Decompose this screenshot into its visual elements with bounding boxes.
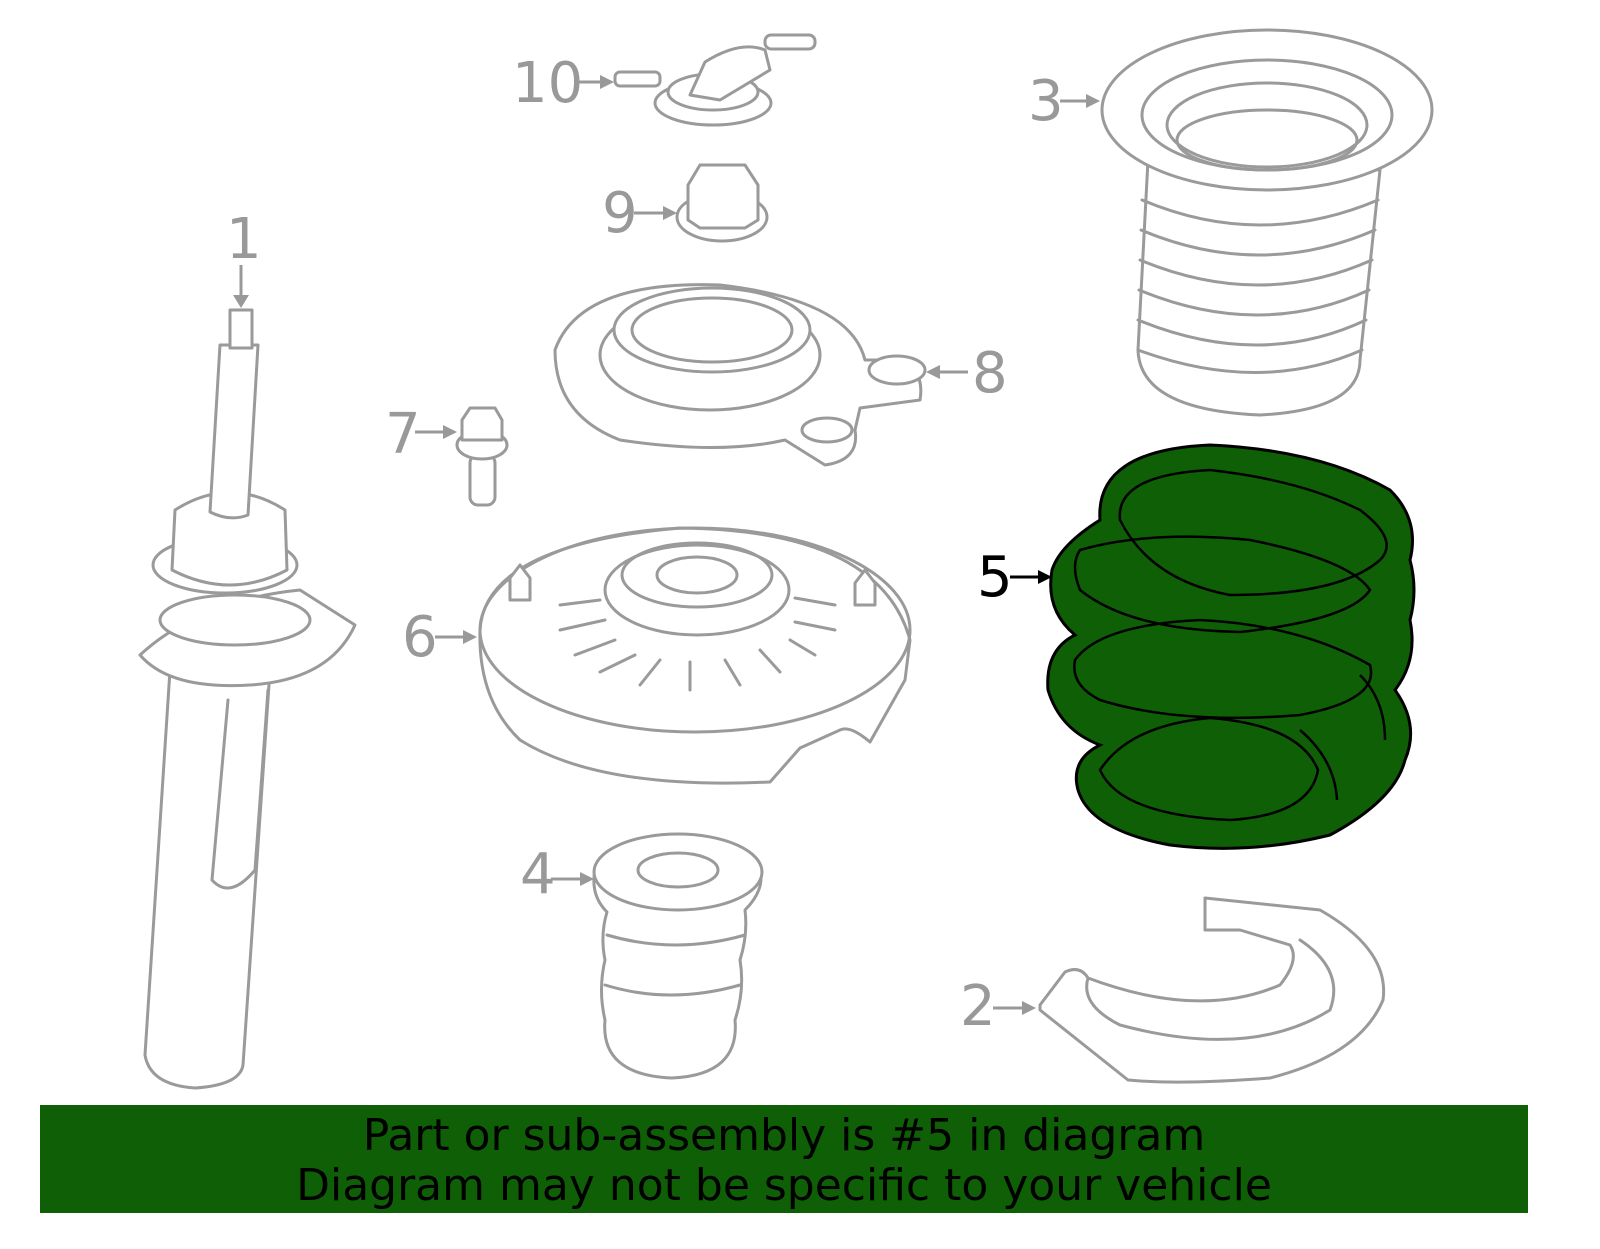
part-2-lower-seat[interactable] [1038, 896, 1386, 1084]
info-banner: Part or sub-assembly is #5 in diagram Di… [40, 1105, 1528, 1213]
label-3: 3 [1028, 69, 1100, 134]
svg-text:5: 5 [977, 545, 1013, 610]
label-10: 10 [512, 51, 614, 116]
label-1: 1 [226, 207, 262, 308]
part-10-sensor[interactable] [613, 33, 817, 127]
label-6: 6 [402, 605, 477, 670]
svg-text:8: 8 [972, 341, 1008, 406]
part-1-strut[interactable] [138, 308, 357, 1090]
label-8: 8 [926, 341, 1008, 406]
label-5: 5 [977, 545, 1052, 610]
svg-text:2: 2 [960, 974, 996, 1039]
banner-line-2: Diagram may not be specific to your vehi… [296, 1160, 1272, 1211]
svg-text:3: 3 [1028, 69, 1064, 134]
label-4: 4 [520, 842, 594, 907]
svg-text:9: 9 [602, 181, 638, 246]
part-6-spring-seat[interactable] [478, 526, 912, 785]
label-7: 7 [385, 402, 457, 467]
part-9-nut[interactable] [675, 163, 769, 243]
svg-text:10: 10 [512, 51, 583, 116]
part-8-upper-mount[interactable] [553, 283, 927, 467]
label-9: 9 [602, 181, 677, 246]
svg-text:4: 4 [520, 842, 556, 907]
svg-text:7: 7 [385, 402, 421, 467]
svg-text:1: 1 [226, 207, 262, 272]
label-2: 2 [960, 974, 1036, 1039]
part-3-dust-boot[interactable] [1100, 28, 1434, 417]
banner-line-1: Part or sub-assembly is #5 in diagram [362, 1110, 1206, 1161]
part-4-bump-stop[interactable] [592, 832, 764, 1080]
part-5-coil-spring[interactable] [1046, 443, 1416, 850]
svg-text:6: 6 [402, 605, 438, 670]
part-7-bolt[interactable] [455, 406, 509, 507]
